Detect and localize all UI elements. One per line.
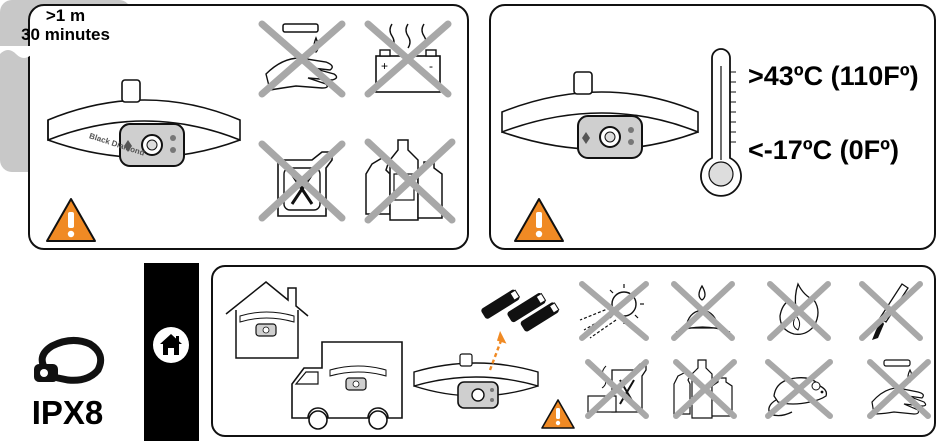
hand-solvent-icon bbox=[258, 20, 346, 98]
thermometer-icon bbox=[700, 48, 742, 197]
headlamp-icon bbox=[501, 71, 699, 159]
chemical-bottles-icon bbox=[364, 138, 456, 224]
vehicle-icon bbox=[291, 341, 403, 430]
water-surface-wave bbox=[0, 46, 131, 58]
water-depth-label: >1 m bbox=[45, 6, 86, 25]
headlamp-icon bbox=[413, 353, 539, 409]
house-icon bbox=[225, 281, 309, 359]
min-temperature-label: <-17ºC (0Fº) bbox=[748, 135, 900, 165]
headlamp-icon bbox=[47, 79, 241, 167]
fuel-can-icon bbox=[258, 140, 346, 222]
warning-icon bbox=[514, 198, 564, 242]
svg-text:-: - bbox=[429, 59, 433, 73]
hand-solvent-icon bbox=[867, 359, 931, 419]
battery-removal-arrow bbox=[488, 331, 507, 371]
water-drop-icon bbox=[671, 281, 735, 341]
fire-icon bbox=[767, 281, 831, 341]
svg-text:+: + bbox=[381, 59, 388, 73]
knife-icon bbox=[859, 281, 923, 341]
water-duration-label: 30 minutes bbox=[21, 25, 110, 44]
fuel-can-icon bbox=[585, 359, 649, 419]
max-temperature-label: >43ºC (110Fº) bbox=[748, 61, 919, 91]
rodent-icon bbox=[765, 359, 833, 419]
chemical-bottles-icon bbox=[673, 359, 737, 419]
ipx-rating-label: IPX8 bbox=[31, 394, 104, 431]
warning-icon bbox=[541, 399, 575, 429]
battery-heat-icon: + - bbox=[364, 20, 452, 98]
waterproof-rating-panel: >1 m 30 minutes bbox=[0, 0, 131, 384]
warning-icon bbox=[46, 198, 96, 242]
home-icon bbox=[153, 327, 189, 363]
sun-icon bbox=[579, 281, 649, 341]
batteries-icon bbox=[481, 289, 560, 332]
